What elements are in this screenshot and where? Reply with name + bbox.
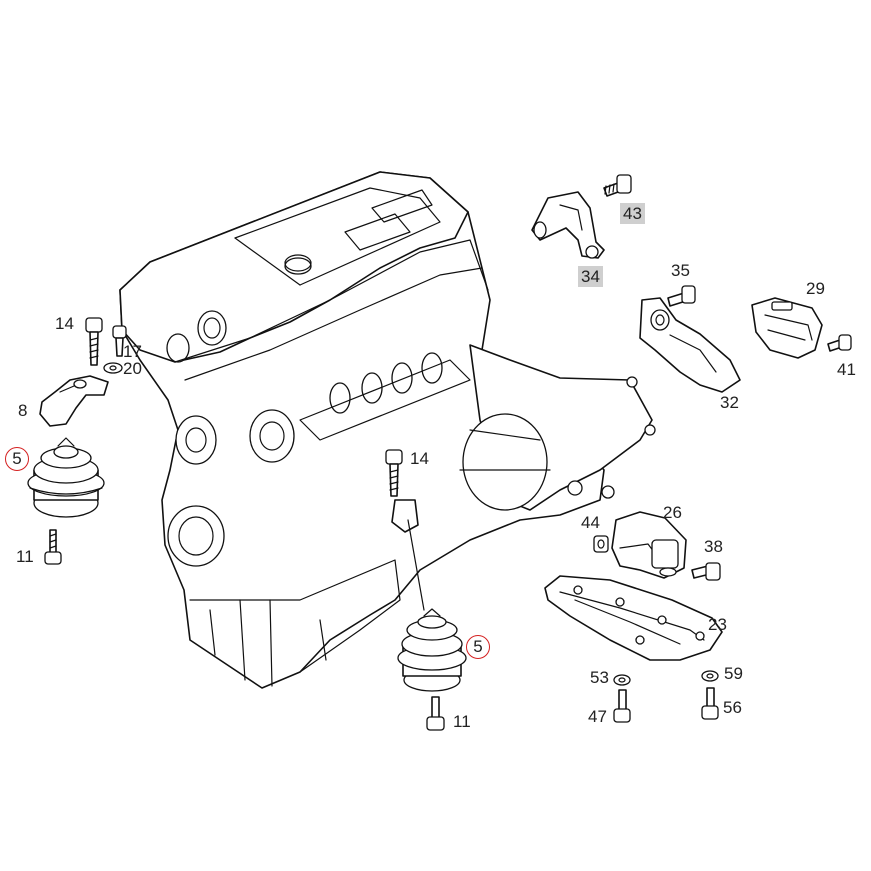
bracket-8 <box>39 375 109 427</box>
callout-14-center: 14 <box>410 449 429 468</box>
washer-20 <box>103 362 123 374</box>
callout-8: 8 <box>18 401 28 420</box>
washer-53 <box>613 674 631 686</box>
engine-block <box>119 171 656 689</box>
callout-32: 32 <box>720 393 739 412</box>
leader-line <box>407 519 425 611</box>
mount-29 <box>751 297 823 359</box>
callout-35: 35 <box>671 261 690 280</box>
bracket-34 <box>531 191 605 259</box>
callout-34: 34 <box>578 266 603 287</box>
callout-59: 59 <box>724 664 743 683</box>
callout-44: 44 <box>581 513 600 532</box>
bolt-11-center <box>426 696 445 731</box>
callout-26: 26 <box>663 503 682 522</box>
bolt-41 <box>827 334 852 352</box>
callout-5-left: 5 <box>5 447 29 471</box>
callout-20: 20 <box>123 359 142 378</box>
engine-mount-5-left <box>27 437 105 518</box>
bolt-14-left <box>85 317 103 366</box>
callout-47: 47 <box>588 707 607 726</box>
callout-17: 17 <box>123 342 142 361</box>
crossmember-23 <box>544 575 723 661</box>
bolt-17 <box>112 325 127 357</box>
bolt-43 <box>603 174 632 197</box>
mount-26 <box>611 511 687 579</box>
callout-11-left: 11 <box>16 547 34 566</box>
bolt-35 <box>667 285 696 307</box>
callout-23: 23 <box>708 615 727 634</box>
callout-41: 41 <box>837 360 856 379</box>
bolt-47 <box>613 689 631 723</box>
callout-14-left: 14 <box>55 314 74 333</box>
callout-56: 56 <box>723 698 742 717</box>
bolt-38 <box>691 562 721 581</box>
callout-29: 29 <box>806 279 825 298</box>
callout-53: 53 <box>590 668 609 687</box>
callout-5-center: 5 <box>466 635 490 659</box>
nut-44 <box>593 535 609 553</box>
callout-11-center: 11 <box>453 712 471 731</box>
washer-59 <box>701 670 719 682</box>
bolt-56 <box>701 687 719 720</box>
bracket-32 <box>639 297 741 393</box>
callout-38: 38 <box>704 537 723 556</box>
bolt-11-left <box>44 529 62 565</box>
callout-43: 43 <box>620 203 645 224</box>
engine-mount-5-center <box>397 608 467 692</box>
bolt-14-center <box>385 449 403 497</box>
